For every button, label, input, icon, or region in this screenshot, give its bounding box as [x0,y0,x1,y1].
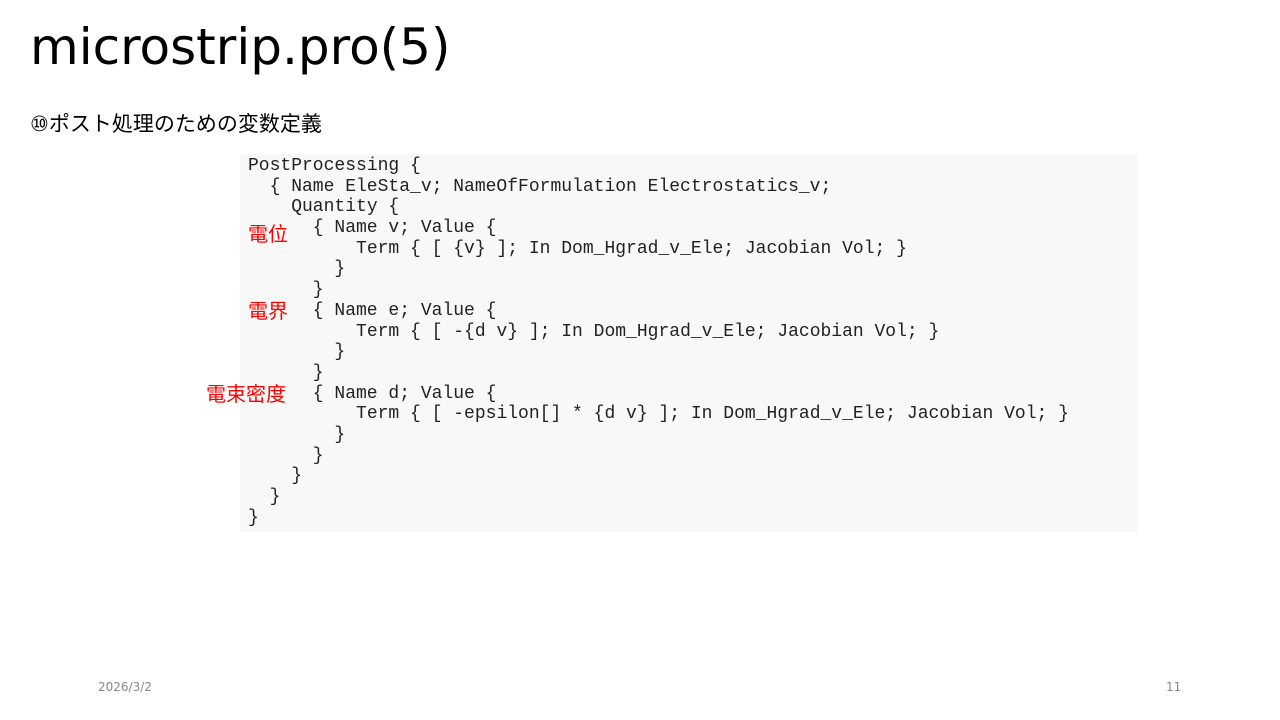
code-line: } [312,445,324,466]
code-line: { Name v; Value { [312,218,497,239]
slide-title: microstrip.pro(5) [30,18,451,76]
code-line: } [312,280,324,301]
code-text: PostProcessing {{ Name EleSta_v; NameOfF… [248,156,1069,528]
code-line: Term { [ {v} ]; In Dom_Hgrad_v_Ele; Jaco… [356,238,907,259]
code-line: Term { [ -epsilon[] * {d v} ]; In Dom_Hg… [356,404,1069,425]
slide-subtitle: ⑩ポスト処理のための変数定義 [30,112,322,136]
code-block: PostProcessing {{ Name EleSta_v; NameOfF… [240,154,1138,532]
code-line: Term { [ -{d v} ]; In Dom_Hgrad_v_Ele; J… [356,321,940,342]
code-line: } [312,362,324,383]
code-line: { Name EleSta_v; NameOfFormulation Elect… [269,176,832,197]
code-line: } [291,466,303,487]
code-line: } [248,507,259,528]
label-field: 電界 [248,299,288,323]
label-flux-density: 電束密度 [206,382,286,406]
code-line: { Name d; Value { [312,383,497,404]
code-line: } [269,487,281,507]
code-line: } [334,259,346,280]
code-line: Quantity { [291,197,400,218]
code-line: } [334,424,346,445]
footer-date: 2026/3/2 [98,680,152,694]
code-line: PostProcessing { [248,156,421,176]
label-potential: 電位 [248,222,288,246]
code-line: } [334,342,346,363]
page-number: 11 [1166,680,1182,694]
code-line: { Name e; Value { [312,300,497,321]
